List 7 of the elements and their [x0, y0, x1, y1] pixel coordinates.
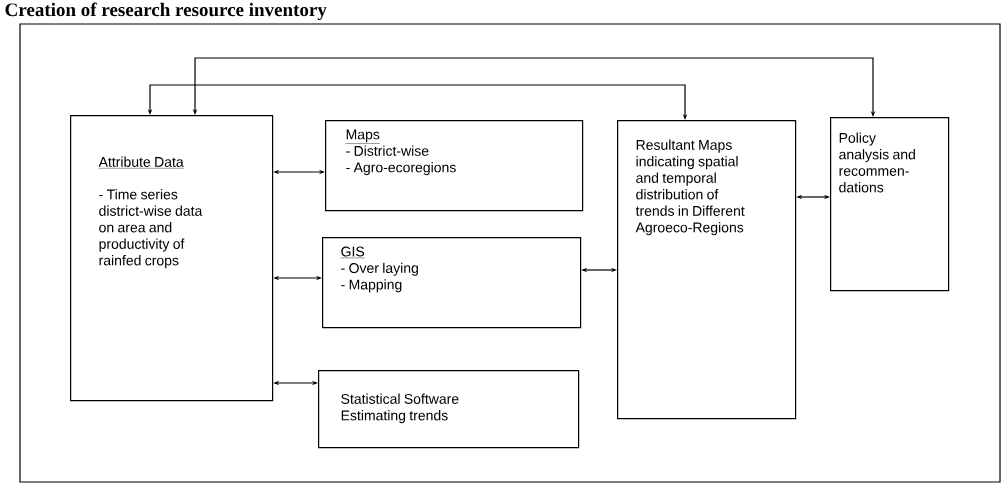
process-box: Statistical Software Estimating trends	[318, 370, 580, 449]
process-box: Maps - District-wise - Agro-ecoregions	[325, 120, 584, 212]
process-box: Resultant Maps indicating spatial and temporal distribution of trends in Different Agroeco-Regions	[617, 120, 797, 420]
process-box: Attribute Data - Time series district-wise data on area and productivity of rainfed crops	[70, 115, 274, 402]
process-box: Policy analysis and recommen-dations	[830, 117, 950, 292]
process-box: GIS - Over laying - Mapping	[322, 237, 582, 329]
title: Creation of research resource inventory	[5, 2, 327, 21]
